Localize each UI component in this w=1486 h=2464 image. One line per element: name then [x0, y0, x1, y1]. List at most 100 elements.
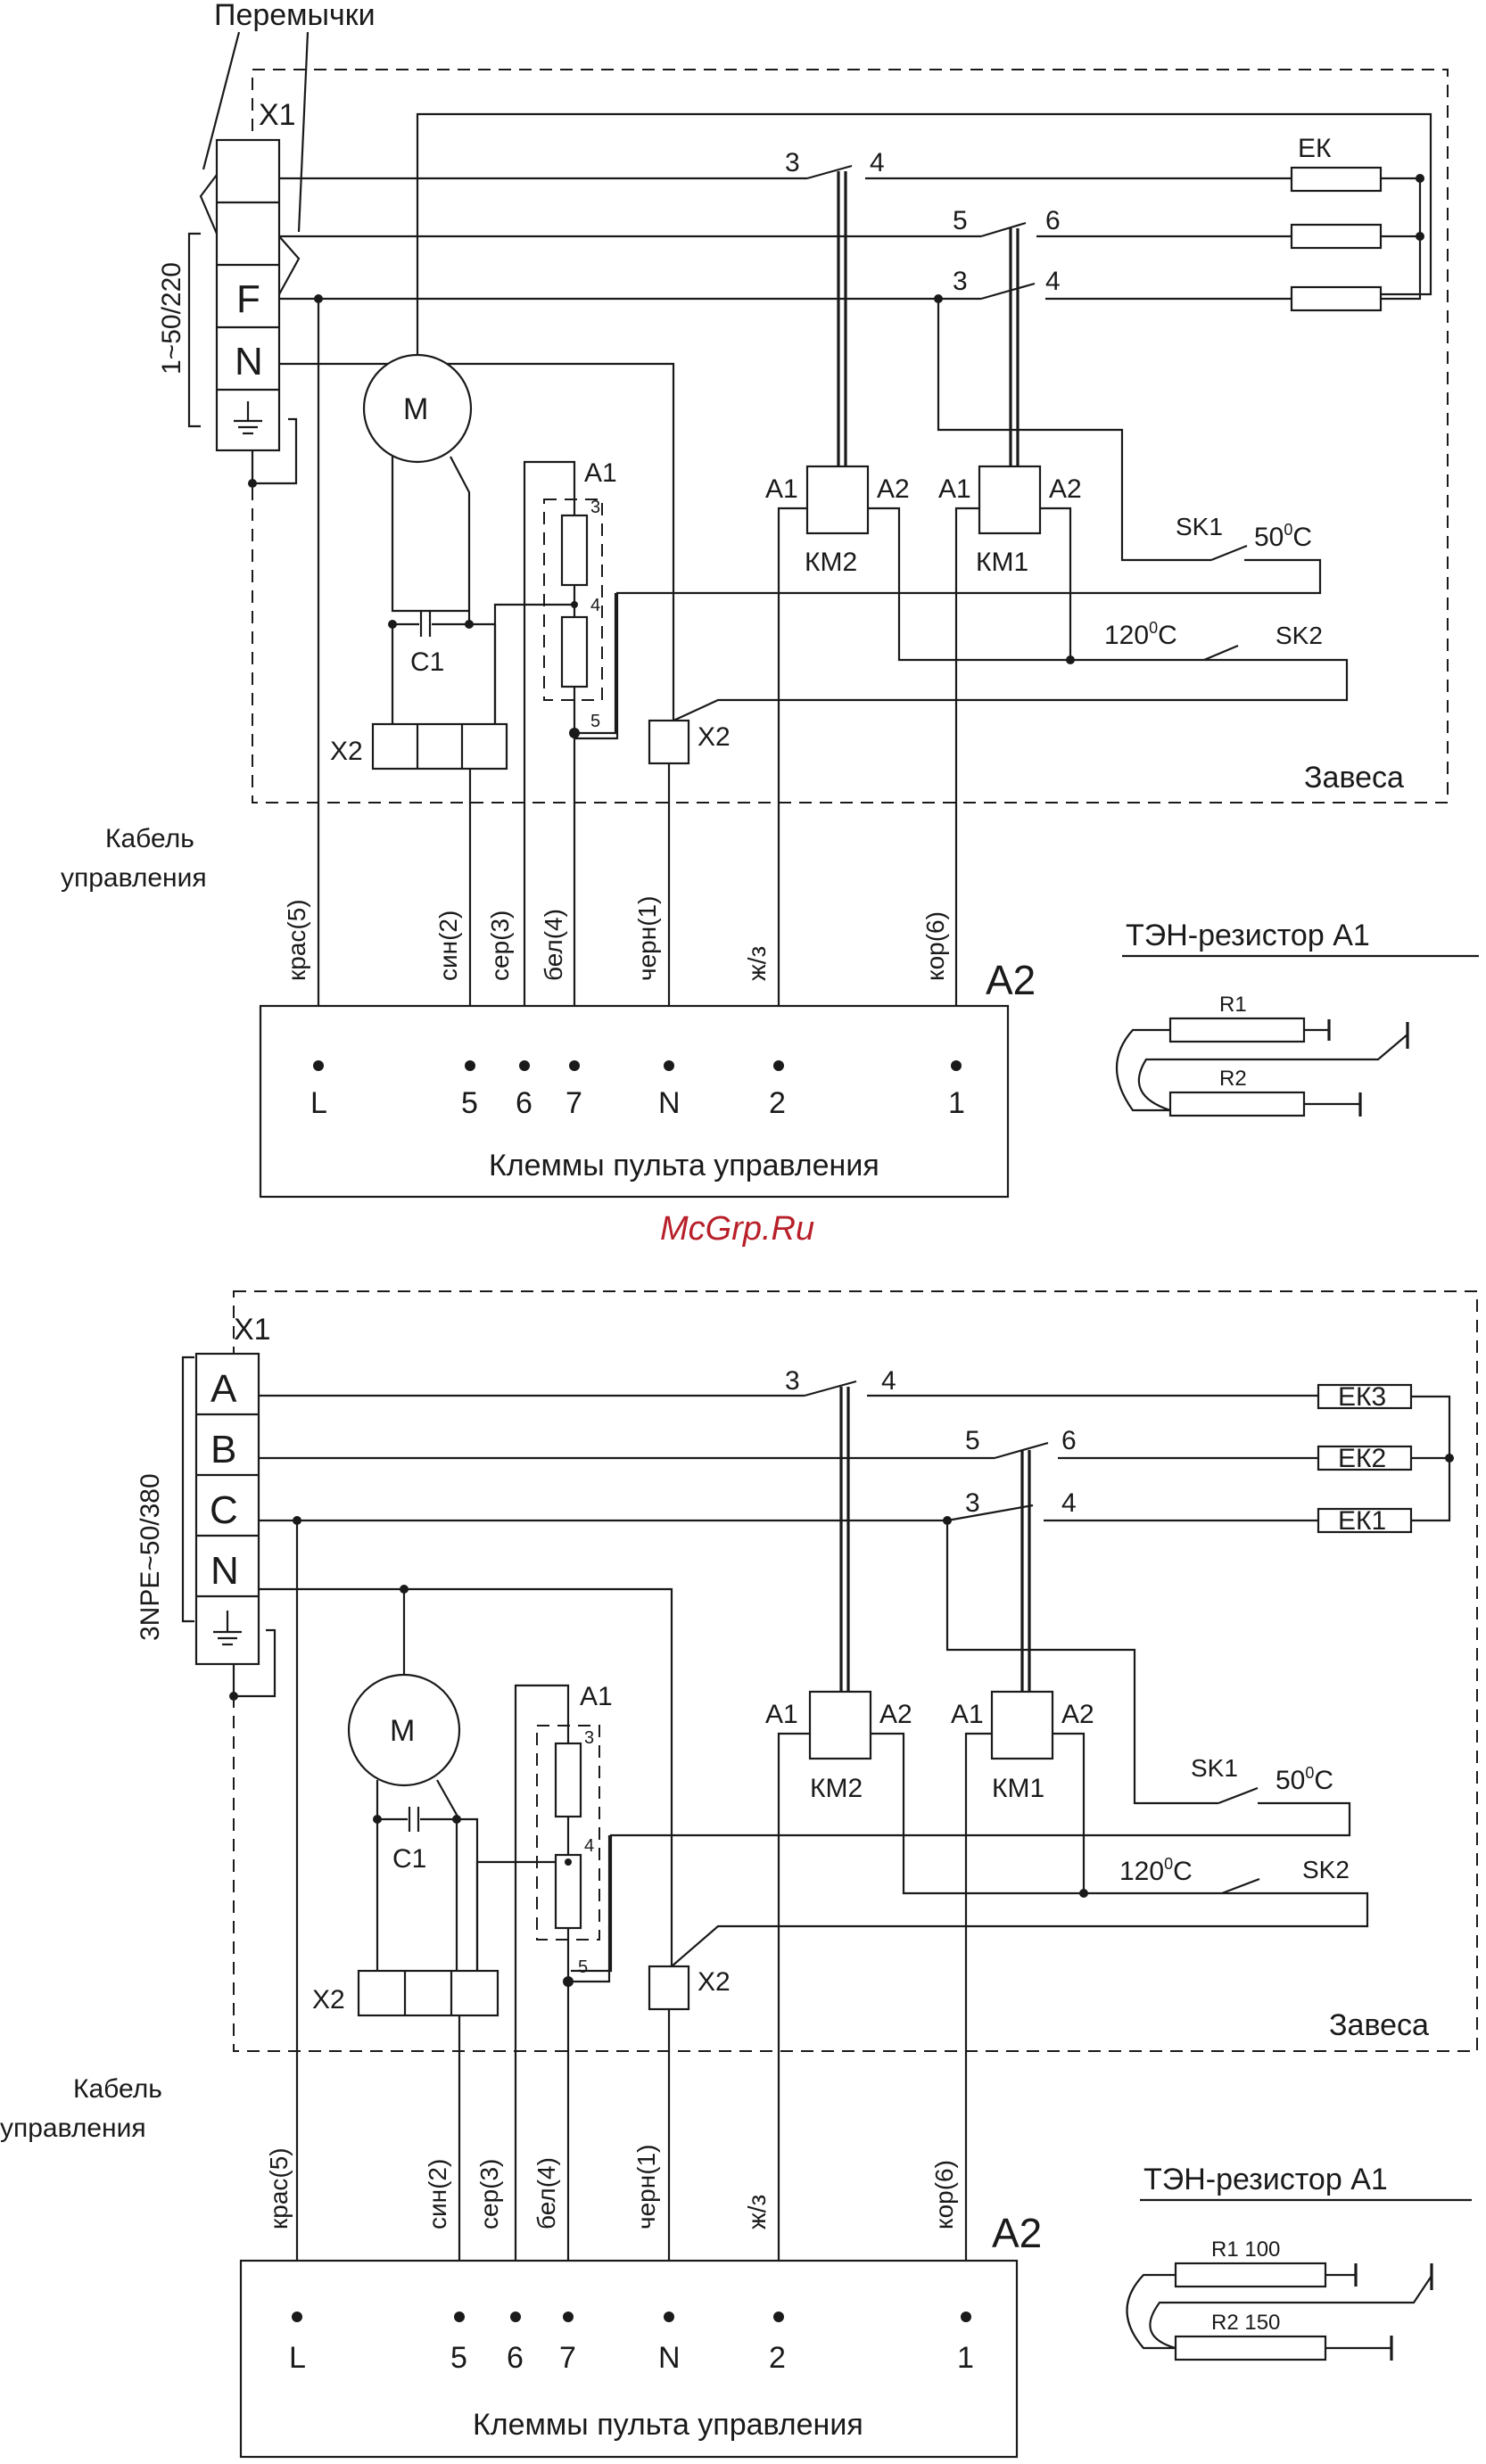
- svg-text:A1: A1: [765, 474, 798, 504]
- svg-text:син(2): син(2): [434, 911, 462, 981]
- svg-text:черн(1): черн(1): [632, 2145, 660, 2229]
- top-heater-label: ЕК: [1298, 134, 1332, 163]
- top-heater-3: [1290, 285, 1383, 312]
- svg-text:ЕК3: ЕК3: [1338, 1382, 1386, 1412]
- svg-text:бел(4): бел(4): [532, 2157, 560, 2229]
- bottom-enclosure-label: Завеса: [1329, 2008, 1429, 2042]
- svg-text:500C: 500C: [1275, 1764, 1333, 1795]
- svg-text:3: 3: [953, 267, 968, 296]
- bottom-motor: [347, 1673, 461, 1787]
- svg-text:ж/з: ж/з: [743, 946, 771, 981]
- svg-text:3: 3: [590, 498, 600, 517]
- svg-text:5: 5: [450, 2341, 467, 2375]
- jumper-right-leader: [297, 31, 310, 233]
- svg-text:7: 7: [566, 1086, 582, 1120]
- top-x2-strip: [371, 722, 508, 771]
- watermark: McGrp.Ru: [660, 1210, 814, 1248]
- bottom-supply-label: 3NPE~50/380: [136, 1473, 165, 1641]
- svg-text:1200C: 1200C: [1119, 1855, 1193, 1886]
- top-supply-brace: [187, 232, 201, 428]
- top-panel-terminal-l: L: [310, 1086, 327, 1120]
- bottom-ground-icon: [213, 1611, 242, 1646]
- svg-text:6: 6: [1045, 206, 1061, 235]
- top-cable-label-2: управления: [61, 863, 207, 893]
- bottom-control-panel: A2 L 5 6 7 N 2 1 Клеммы пульта управлени…: [239, 2210, 1042, 2459]
- svg-text:6: 6: [1061, 1426, 1077, 1455]
- svg-text:6: 6: [507, 2341, 524, 2375]
- bottom-x1-label: X1: [234, 1313, 271, 1347]
- top-diagram: Завеса Перемычки X1 1~50/220 F N: [157, 0, 1449, 1066]
- jumper-left-leader: [202, 31, 241, 170]
- top-a1-block: [543, 499, 603, 701]
- svg-text:ТЭН-резистор А1: ТЭН-резистор А1: [1126, 919, 1370, 952]
- svg-text:син(2): син(2): [424, 2159, 451, 2229]
- svg-text:5: 5: [953, 206, 968, 235]
- svg-text:4: 4: [881, 1366, 896, 1396]
- bottom-km1-coil: КМ1 A1 A2: [951, 1690, 1094, 1803]
- bottom-cable-wire-labels: крас(5) син(2) сер(3) бел(4) черн(1) ж/з…: [265, 2145, 958, 2229]
- svg-text:4: 4: [870, 148, 885, 177]
- svg-text:Кабель: Кабель: [73, 2074, 162, 2104]
- svg-text:N: N: [658, 2341, 681, 2375]
- top-supply-label: 1~50/220: [157, 262, 186, 375]
- svg-text:M: M: [403, 392, 428, 426]
- svg-text:6: 6: [516, 1086, 532, 1120]
- top-panel-caption: Клеммы пульта управления: [489, 1149, 879, 1183]
- top-control-panel: A2 L 5 6 7 N 2 1 Клеммы пульта управлени…: [259, 957, 1036, 1199]
- svg-text:X2: X2: [312, 1985, 345, 2015]
- svg-text:ж/з: ж/з: [743, 2195, 771, 2229]
- top-km1-coil: КМ1 A1 A2: [938, 465, 1082, 577]
- svg-text:X2: X2: [698, 1967, 731, 1997]
- top-cable-wire-labels: крас(5) син(2) сер(3) бел(4) черн(1) ж/з…: [283, 896, 949, 981]
- top-cable-label-1: Кабель: [105, 824, 194, 853]
- svg-text:ЕК2: ЕК2: [1338, 1444, 1386, 1473]
- svg-text:4: 4: [1045, 267, 1061, 296]
- svg-text:ТЭН-резистор А1: ТЭН-резистор А1: [1143, 2163, 1388, 2196]
- svg-text:крас(5): крас(5): [265, 2147, 293, 2229]
- top-terminal-block: [215, 138, 281, 452]
- svg-text:R1 100: R1 100: [1211, 2237, 1280, 2262]
- top-ten-resistor: ТЭН-резистор А1 R1 R2: [1116, 919, 1479, 1117]
- svg-text:5: 5: [965, 1426, 980, 1455]
- top-terminal-n: N: [235, 340, 263, 383]
- svg-text:5: 5: [461, 1086, 478, 1120]
- svg-text:L: L: [289, 2341, 306, 2375]
- svg-text:КМ1: КМ1: [976, 548, 1028, 577]
- svg-text:4: 4: [590, 596, 600, 615]
- svg-text:A: A: [211, 1367, 237, 1411]
- svg-text:крас(5): крас(5): [283, 899, 310, 981]
- svg-text:7: 7: [559, 2341, 576, 2375]
- svg-text:500C: 500C: [1254, 521, 1312, 552]
- top-enclosure-label: Завеса: [1304, 761, 1404, 795]
- svg-text:3: 3: [785, 1366, 800, 1396]
- svg-text:4: 4: [1061, 1488, 1077, 1518]
- top-ground-wire: [252, 417, 298, 485]
- svg-text:2: 2: [769, 1086, 786, 1120]
- bottom-ten-resistor: ТЭН-резистор А1 R1 100 R2 150: [1126, 2163, 1472, 2361]
- svg-text:управления: управления: [0, 2114, 146, 2143]
- svg-text:R2: R2: [1219, 1067, 1247, 1091]
- top-motor: [362, 353, 473, 464]
- svg-text:5: 5: [578, 1957, 588, 1977]
- svg-text:SK2: SK2: [1302, 1856, 1350, 1883]
- svg-text:R1: R1: [1219, 993, 1247, 1017]
- svg-text:1: 1: [948, 1086, 965, 1120]
- svg-text:C: C: [210, 1488, 238, 1532]
- svg-text:A2: A2: [1049, 474, 1082, 504]
- svg-text:кор(6): кор(6): [921, 911, 949, 981]
- svg-text:N: N: [658, 1086, 681, 1120]
- svg-text:A1: A1: [580, 1682, 613, 1711]
- svg-text:C1: C1: [392, 1844, 426, 1874]
- svg-text:3: 3: [785, 148, 800, 177]
- top-x2-right: [648, 719, 690, 765]
- svg-text:A1: A1: [765, 1700, 798, 1729]
- top-km2-coil: КМ2 A1 A2: [765, 465, 910, 577]
- svg-text:бел(4): бел(4): [540, 909, 567, 981]
- top-a1-label: A1: [584, 458, 617, 488]
- top-rail-motor: [416, 112, 1432, 367]
- svg-text:X2: X2: [330, 737, 363, 766]
- top-heater-1: [1290, 166, 1383, 193]
- svg-text:R2 150: R2 150: [1211, 2311, 1280, 2335]
- jumpers-label: Перемычки: [214, 0, 376, 32]
